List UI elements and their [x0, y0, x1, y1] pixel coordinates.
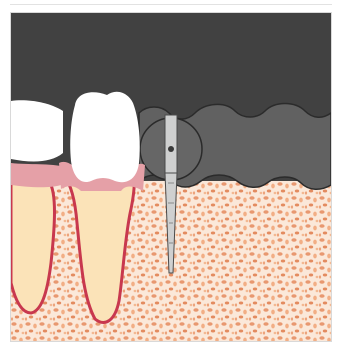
dental-illustration [10, 12, 332, 342]
dental-diagram-svg [11, 13, 331, 341]
divider [10, 4, 332, 5]
